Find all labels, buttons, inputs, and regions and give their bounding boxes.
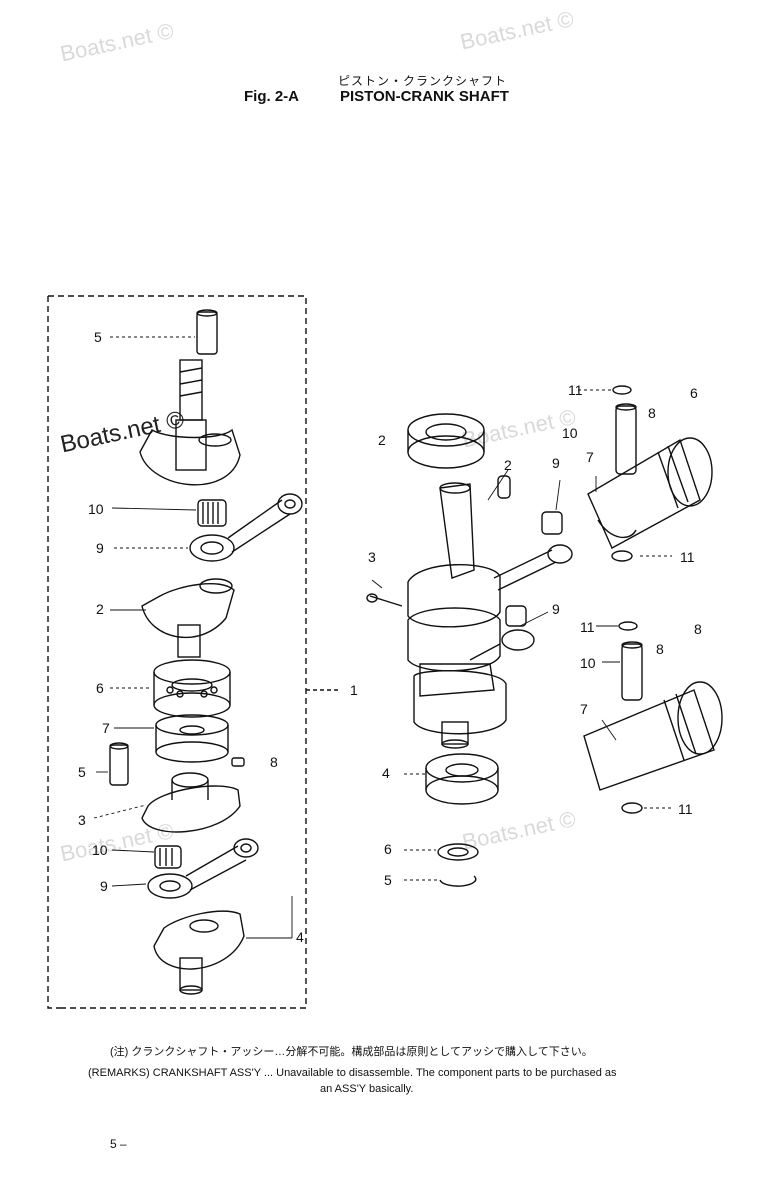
connecting-rod-lower xyxy=(147,838,259,899)
callout-right-bolt: 3 xyxy=(368,549,376,565)
callout-left-key: 8 xyxy=(270,754,278,770)
needle-bearing-lower xyxy=(154,845,182,869)
snap-ring xyxy=(439,875,477,887)
callout-left-needle-bearing: 10 xyxy=(88,501,104,517)
callout-right-piston-clip-lower: 11 xyxy=(580,619,595,635)
bolt-screw xyxy=(366,593,403,607)
callout-right-piston-pin-upper: 10 xyxy=(562,425,578,441)
assembly-dashed-frame-left xyxy=(47,296,62,1009)
figure-title-japanese: ピストン・クランクシャフト xyxy=(338,74,508,88)
figure-title: PISTON-CRANK SHAFT xyxy=(340,88,509,105)
crank-web-middle xyxy=(141,578,235,658)
needle-bearing xyxy=(197,499,227,527)
crank-pin-top xyxy=(196,309,218,355)
crank-web-lower xyxy=(141,772,241,833)
remarks-english-line2: an ASS'Y basically. xyxy=(320,1083,414,1095)
figure-label: Fig. 2-A xyxy=(244,88,299,105)
callout-right-needle-bearing-lower: 9 xyxy=(552,601,560,617)
upper-crank-web xyxy=(139,359,241,486)
callout-right-key: 2 xyxy=(504,457,512,473)
piston-upper xyxy=(587,385,713,562)
leader-lines-left xyxy=(93,336,293,939)
callout-right-ball-bearing-top: 2 xyxy=(378,432,386,448)
remarks-japanese: (注) クランクシャフト・アッシー…分解不可能。構成部品は原則としてアッシで購入… xyxy=(110,1046,593,1058)
connecting-rod-upper xyxy=(189,493,303,562)
callout-right-piston-pin-upper-label: 8 xyxy=(648,405,656,421)
callout-right-piston-ring-lower: 8 xyxy=(694,621,702,637)
piston-lower xyxy=(583,621,723,814)
remarks-english: (REMARKS) CRANKSHAFT ASS'Y ... Unavailab… xyxy=(88,1065,728,1097)
woodruff-key-right xyxy=(497,475,511,499)
lower-crank-shaft xyxy=(153,910,245,995)
ball-bearing-left xyxy=(153,659,231,718)
callout-left-crank-pin-lower: 5 xyxy=(78,764,86,780)
assembly-dashed-frame xyxy=(48,295,307,1009)
woodruff-key-left xyxy=(231,757,245,767)
callout-right-snap-ring: 5 xyxy=(384,872,392,888)
callout-crankshaft-assembly: 1 xyxy=(350,682,358,698)
callout-left-lower-crank-shaft: 4 xyxy=(296,929,304,945)
callout-left-connecting-rod-lower: 9 xyxy=(100,878,108,894)
page-number: 5 – xyxy=(110,1137,127,1151)
callout-right-ball-bearing-bottom: 4 xyxy=(382,765,390,781)
ball-bearing-bottom-right xyxy=(425,753,499,805)
connecting-rod-right-lower xyxy=(469,629,535,661)
callout-right-piston-clip-upper-lower: 11 xyxy=(680,549,695,565)
callout-right-piston-lower: 7 xyxy=(580,701,588,717)
callout-left-crank-web: 2 xyxy=(96,601,104,617)
leader-lines-right xyxy=(371,389,672,881)
crankshaft-assembly xyxy=(407,482,507,749)
ball-bearing-top-right xyxy=(407,413,485,469)
callout-right-piston-upper: 7 xyxy=(586,449,594,465)
callout-left-ball-bearing: 6 xyxy=(96,680,104,696)
needle-bearing-right-lower xyxy=(505,605,527,627)
connecting-rod-right-upper xyxy=(493,544,573,591)
needle-bearing-right-upper xyxy=(541,511,563,535)
crank-pin-lower xyxy=(109,742,129,786)
callout-right-piston-pin-lower-label: 8 xyxy=(656,641,664,657)
callout-right-piston-clip-lower-bottom: 11 xyxy=(678,801,693,817)
callout-right-piston-pin-lower: 10 xyxy=(580,655,596,671)
callout-right-washer: 6 xyxy=(384,841,392,857)
callout-left-needle-bearing-lower: 10 xyxy=(92,842,108,858)
spacer-ring-left xyxy=(155,714,229,763)
callout-right-needle-bearing-upper: 9 xyxy=(552,455,560,471)
washer xyxy=(437,843,479,861)
callout-right-piston-clip-upper: 11 xyxy=(568,382,583,398)
callout-left-connecting-rod: 9 xyxy=(96,540,104,556)
callout-right-piston-ring-upper: 6 xyxy=(690,385,698,401)
callout-left-crank-web-lower: 3 xyxy=(78,812,86,828)
callout-left-spacer: 7 xyxy=(102,720,110,736)
callout-left-crank-pin: 5 xyxy=(94,329,102,345)
remarks-english-line1: (REMARKS) CRANKSHAFT ASS'Y ... Unavailab… xyxy=(88,1067,617,1079)
